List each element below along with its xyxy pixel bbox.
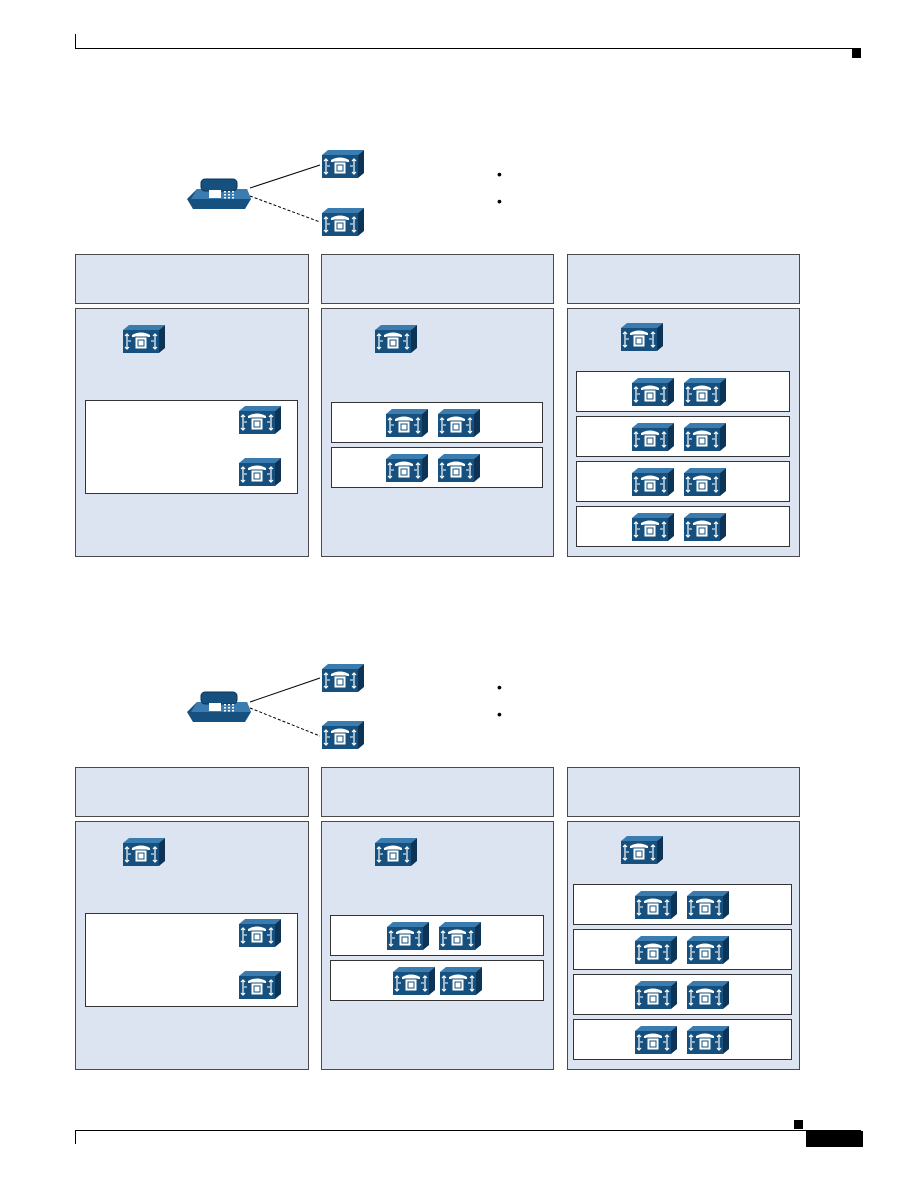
backup-link-line: [249, 195, 321, 223]
call-manager-icon: [439, 922, 481, 950]
call-manager-icon: [632, 378, 674, 406]
server-pair-box: [573, 884, 792, 925]
call-manager-icon: [438, 409, 480, 437]
call-manager-icon: [322, 721, 364, 749]
call-manager-icon: [239, 971, 281, 999]
footer-left-tick: [75, 1130, 76, 1144]
call-manager-icon: [239, 406, 281, 434]
call-manager-icon: [621, 323, 663, 351]
call-manager-icon: [684, 423, 726, 451]
call-manager-icon: [322, 664, 364, 692]
ip-phone-icon: [187, 691, 251, 722]
call-manager-icon: [632, 513, 674, 541]
primary-link-line: [249, 677, 321, 703]
call-manager-icon: [440, 967, 482, 995]
call-manager-icon: [635, 936, 677, 964]
call-manager-icon: [632, 468, 674, 496]
call-manager-icon: [684, 468, 726, 496]
call-manager-icon: [621, 836, 663, 864]
header-rule: [75, 48, 861, 49]
call-manager-icon: [239, 458, 281, 486]
server-pair-box: [576, 461, 790, 502]
column-heading-panel: [567, 767, 800, 817]
call-manager-icon: [632, 423, 674, 451]
call-manager-icon: [684, 513, 726, 541]
call-manager-icon: [687, 936, 729, 964]
primary-link-line: [249, 164, 321, 189]
call-manager-icon: [239, 919, 281, 947]
server-pair-box: [330, 960, 544, 1001]
column-heading-panel: [75, 767, 309, 817]
call-manager-icon: [322, 208, 364, 236]
column-heading-panel: [75, 254, 309, 304]
call-manager-icon: [123, 325, 165, 353]
call-manager-icon: [635, 1026, 677, 1054]
server-pair-box: [576, 371, 790, 412]
call-manager-icon: [375, 325, 417, 353]
server-pair-box: [331, 402, 543, 443]
call-manager-icon: [687, 891, 729, 919]
server-pair-box: [573, 974, 792, 1015]
ip-phone-icon: [187, 178, 251, 209]
column-heading-panel: [321, 767, 554, 817]
server-pair-box: [331, 447, 543, 488]
server-pair-box: [573, 929, 792, 970]
call-manager-icon: [123, 838, 165, 866]
bullet-marker: •: [497, 166, 502, 182]
backup-link-line: [249, 707, 321, 737]
call-manager-icon: [635, 981, 677, 1009]
call-manager-icon: [375, 838, 417, 866]
server-pair-box: [330, 915, 544, 956]
call-manager-icon: [687, 1026, 729, 1054]
call-manager-icon: [322, 150, 364, 178]
footer-square-marker: [794, 1120, 803, 1129]
call-manager-icon: [635, 891, 677, 919]
server-pair-box: [576, 416, 790, 457]
header-square-marker: [852, 49, 861, 58]
call-manager-icon: [386, 454, 428, 482]
column-heading-panel: [321, 254, 554, 304]
header-left-tick: [75, 34, 76, 49]
call-manager-icon: [393, 967, 435, 995]
server-pair-box: [573, 1019, 792, 1060]
page-number-box: [806, 1131, 863, 1147]
bullet-marker: •: [497, 679, 502, 695]
bullet-marker: •: [497, 193, 502, 209]
server-pair-box: [576, 506, 790, 547]
footer-rule: [75, 1130, 861, 1131]
call-manager-icon: [687, 981, 729, 1009]
call-manager-icon: [387, 922, 429, 950]
bullet-marker: •: [497, 706, 502, 722]
call-manager-icon: [684, 378, 726, 406]
call-manager-icon: [438, 454, 480, 482]
call-manager-icon: [386, 409, 428, 437]
column-heading-panel: [567, 254, 800, 304]
